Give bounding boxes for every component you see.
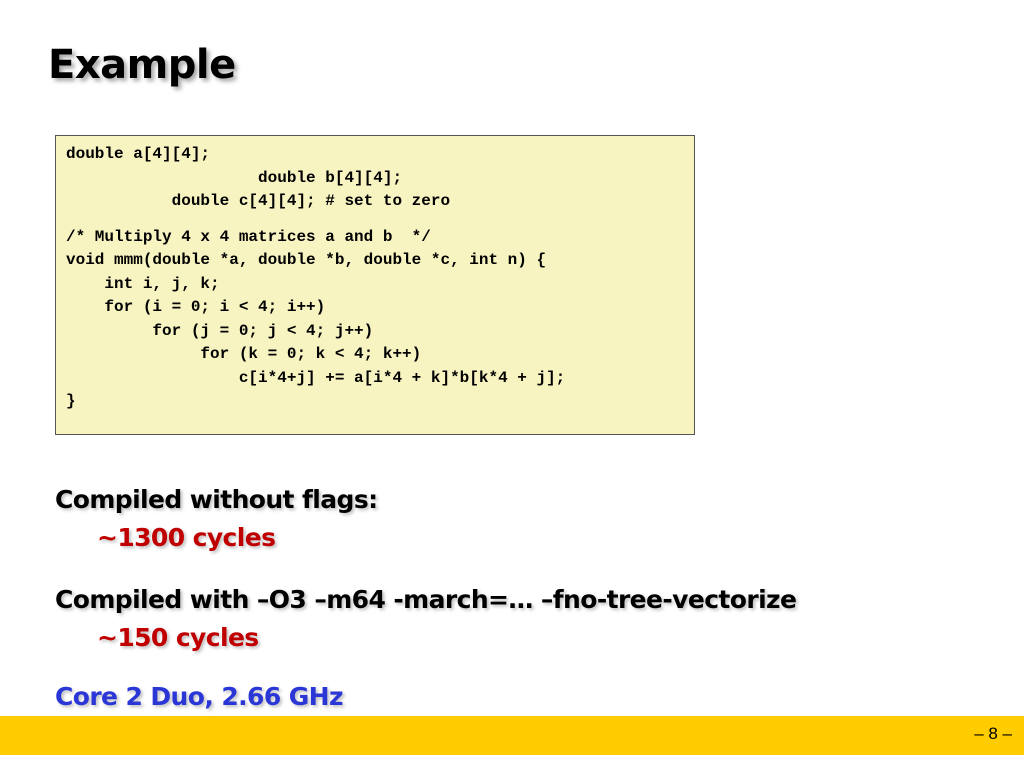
cycle-count: ~1300 cycles	[97, 523, 276, 552]
code-line: for (k = 0; k < 4; k++)	[66, 345, 422, 363]
code-line: /* Multiply 4 x 4 matrices a and b */	[66, 227, 431, 246]
code-line: double b[4][4];	[66, 168, 403, 187]
code-line: c[i*4+j] += a[i*4 + k]*b[k*4 + j];	[66, 368, 566, 387]
bullet-text: Compiled without flags:	[55, 485, 378, 514]
code-line: void mmm(double *a, double *b, double *c…	[66, 251, 547, 269]
code-block: double a[4][4]; double b[4][4]; double c…	[55, 135, 695, 435]
code-line-blank	[66, 214, 694, 226]
code-line: for (i = 0; i < 4; i++)	[66, 298, 326, 316]
footer-bar: – 8 –	[0, 716, 1024, 755]
bullet-text: Compiled with –O3 –m64 -march=… –fno-tre…	[55, 585, 797, 614]
code-line: int i, j, k;	[66, 274, 220, 293]
code-line: }	[66, 392, 76, 410]
bullet-no-flags: Compiled without flags: ~1300 cycles	[55, 480, 378, 556]
bullet-cpu: Core 2 Duo, 2.66 GHz	[55, 677, 344, 717]
code-line: double c[4][4]; # set to zero	[66, 192, 451, 210]
slide-title: Example	[48, 42, 236, 88]
code-line: double a[4][4];	[66, 145, 211, 163]
bullet-optimized-flags: Compiled with –O3 –m64 -march=… –fno-tre…	[55, 580, 797, 656]
cpu-text: Core 2 Duo, 2.66 GHz	[55, 682, 344, 711]
page-number: – 8 –	[974, 724, 1012, 743]
code-line: for (j = 0; j < 4; j++)	[66, 321, 374, 340]
cycle-count: ~150 cycles	[97, 623, 259, 652]
